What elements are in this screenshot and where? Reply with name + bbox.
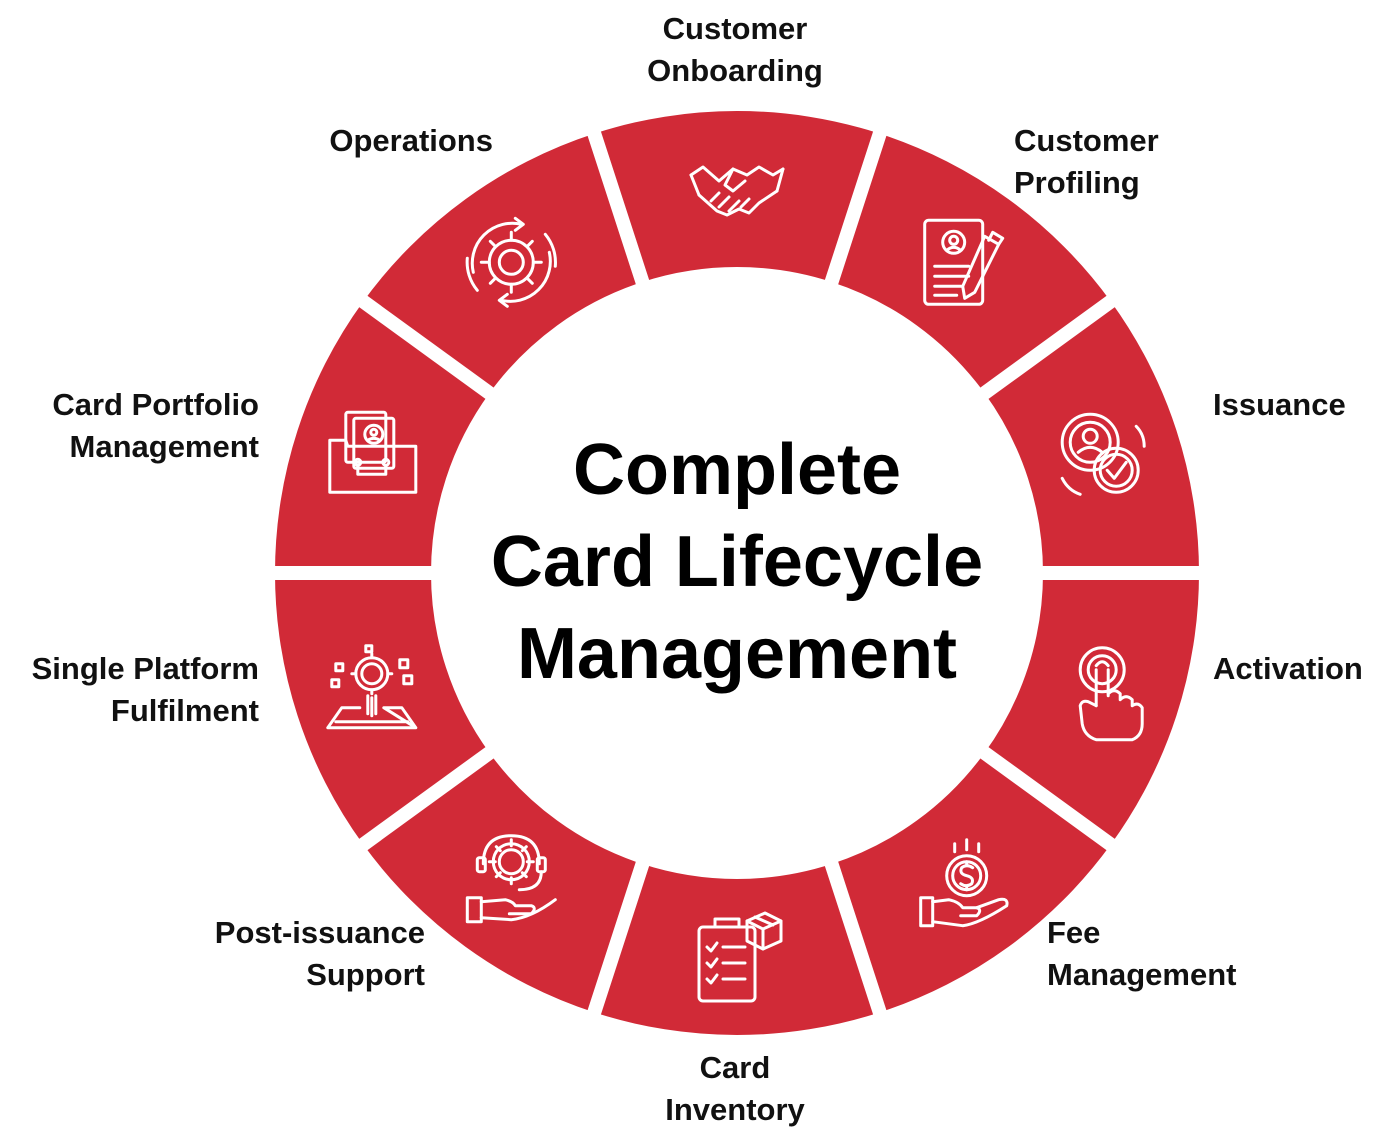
handshake-icon	[689, 165, 785, 217]
label-line: Fulfilment	[110, 693, 259, 728]
label-line: Management	[1047, 957, 1237, 992]
clipboard-package-icon	[697, 911, 783, 1003]
label-line: Onboarding	[647, 53, 823, 88]
label-line: Activation	[1213, 651, 1363, 686]
ring-segment	[275, 573, 490, 845]
ring-segment	[363, 133, 643, 394]
gear-cycle-icon	[465, 216, 557, 308]
gear-pixels-platform-icon	[326, 644, 418, 730]
ring-segment	[984, 301, 1199, 573]
portfolio-folder-icon	[328, 410, 418, 494]
label-line: Customer	[662, 11, 808, 46]
label-line: Support	[306, 957, 425, 992]
label-post-issuance-support: Post-issuance Support	[215, 912, 425, 996]
label-line: Card Portfolio	[52, 387, 259, 422]
label-line: Profiling	[1014, 165, 1140, 200]
segment-divider	[977, 744, 1119, 853]
profile-document-pen-icon	[923, 218, 1005, 306]
segment-divider	[586, 858, 651, 1019]
label-fee-management: Fee Management	[1047, 912, 1236, 996]
center-title-line-3: Management	[516, 614, 958, 694]
segment-divider	[977, 293, 1119, 402]
label-customer-onboarding: Customer Onboarding	[647, 8, 823, 92]
label-line: Customer	[1014, 123, 1159, 158]
label-card-inventory: Card Inventory	[665, 1047, 805, 1131]
label-line: Card	[699, 1050, 771, 1085]
center-title: Complete Card Lifecycle Management	[491, 424, 983, 700]
finger-tap-icon	[1078, 646, 1144, 742]
label-customer-profiling: Customer Profiling	[1014, 120, 1159, 204]
label-line: Issuance	[1213, 387, 1346, 422]
segment-divider	[355, 293, 497, 402]
label-line: Post-issuance	[214, 915, 425, 950]
label-card-portfolio-management: Card Portfolio Management	[52, 384, 259, 468]
label-line: Single Platform	[31, 651, 259, 686]
center-title-line-2: Card Lifecycle	[490, 522, 984, 602]
label-single-platform-fulfilment: Single Platform Fulfilment	[32, 648, 259, 732]
ring-segment	[363, 752, 643, 1013]
center-title-line-1: Complete	[572, 430, 902, 510]
label-activation: Activation	[1213, 648, 1363, 690]
hand-gear-headset-icon	[465, 834, 557, 924]
segment-divider	[823, 127, 888, 288]
label-operations: Operations	[329, 120, 493, 162]
user-badge-check-icon	[1060, 412, 1146, 496]
label-line: Fee	[1047, 915, 1101, 950]
ring-segment	[984, 573, 1199, 845]
segment-divider	[355, 744, 497, 853]
hand-dollar-coin-icon	[919, 838, 1009, 928]
label-issuance: Issuance	[1213, 384, 1346, 426]
segment-divider	[586, 127, 651, 288]
label-line: Management	[69, 429, 259, 464]
label-line: Inventory	[665, 1092, 805, 1127]
segment-divider	[823, 858, 888, 1019]
ring-segment	[594, 864, 880, 1035]
ring-segment	[594, 110, 880, 282]
label-line: Operations	[329, 123, 493, 158]
